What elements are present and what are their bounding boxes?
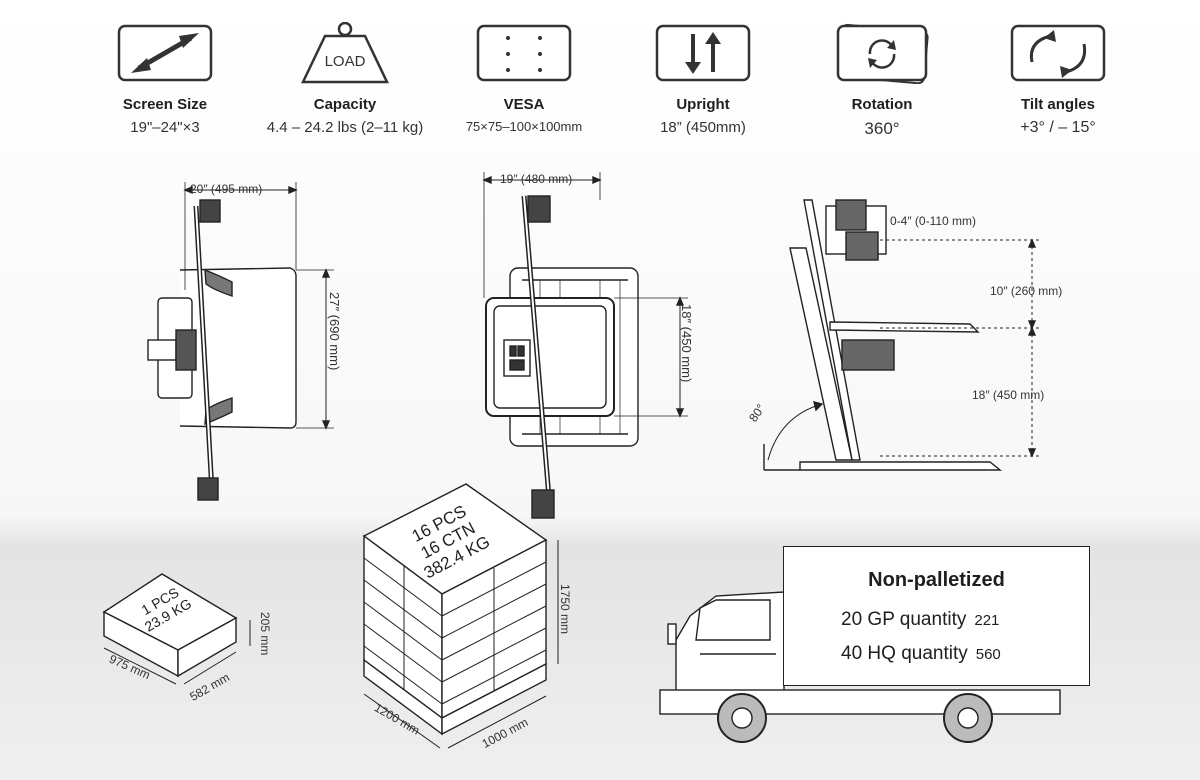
spec-upright: Upright 18” (450mm) — [608, 22, 798, 136]
spec-name: Screen Size — [122, 96, 208, 113]
spec-value: 19"–24"×3 — [130, 119, 200, 136]
spec-name: Capacity — [313, 96, 377, 113]
spec-name: Tilt angles — [1021, 96, 1095, 113]
spec-value: 360° — [864, 119, 900, 138]
top-view-drawing — [147, 182, 334, 501]
spec-name: Rotation — [851, 96, 913, 113]
weight-icon: LOAD — [301, 22, 389, 84]
top-view-width: 20″ (495 mm) — [190, 182, 263, 196]
single-box-height: 205 mm — [258, 612, 272, 656]
weight-icon-label: LOAD — [325, 53, 366, 70]
spec-screen-size: Screen Size 19"–24"×3 — [70, 22, 260, 136]
tilt-icon — [1010, 24, 1106, 82]
spec-value: 18” (450mm) — [660, 119, 746, 136]
spec-value: 4.4 – 24.2 lbs (2–11 kg) — [266, 119, 424, 136]
side-view-upright: 18″ (450 mm) — [972, 388, 1045, 402]
side-view-adjust: 0-4″ (0-110 mm) — [890, 214, 977, 228]
spec-value: +3° / – 15° — [1020, 119, 1096, 136]
single-box-drawing — [102, 573, 251, 685]
spec-name: Upright — [676, 96, 730, 113]
rotation-icon — [836, 23, 929, 84]
side-view-gap: 10″ (260 mm) — [990, 284, 1063, 298]
truck-drawing — [659, 591, 1061, 743]
front-view-drawing — [482, 172, 688, 519]
updown-arrows-icon — [655, 24, 751, 82]
front-view-width: 19″ (480 mm) — [500, 172, 573, 186]
spec-capacity: LOAD Capacity 4.4 – 24.2 lbs (2–11 kg) — [250, 22, 440, 136]
pallet-drawing — [362, 483, 559, 749]
spec-vesa: VESA 75×75–100×100mm — [429, 22, 619, 134]
spec-value: 75×75–100×100mm — [465, 119, 583, 134]
diagonal-arrow-icon — [117, 24, 213, 82]
top-view-depth: 27″ (690 mm) — [327, 292, 342, 371]
pallet-height: 1750 mm — [558, 584, 572, 635]
front-view-height: 18″ (450 mm) — [679, 304, 694, 383]
spec-tilt: Tilt angles +3° / – 15° — [963, 22, 1153, 137]
side-view-drawing — [763, 199, 1040, 471]
shipping-title: Non-palletized — [868, 569, 1005, 591]
spec-name: VESA — [503, 96, 545, 113]
vesa-pattern-icon — [476, 24, 572, 82]
spec-rotation: Rotation 360° — [787, 22, 977, 139]
